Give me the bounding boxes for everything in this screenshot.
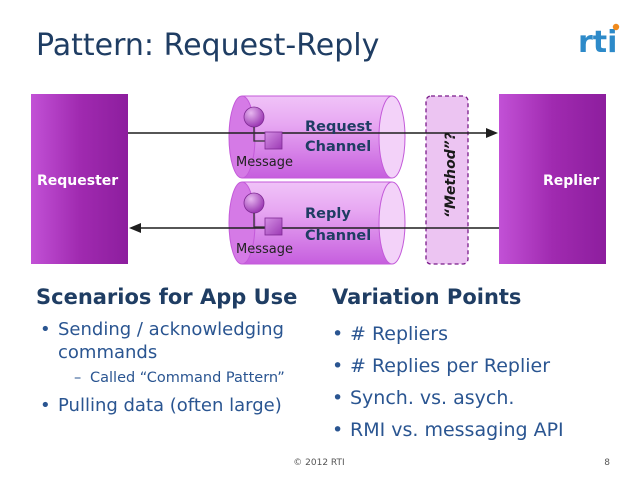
requester-box — [31, 94, 128, 264]
rti-logo-text: rti — [578, 25, 617, 56]
reply-arrow-head — [129, 223, 141, 233]
request-channel-cylinder — [228, 95, 406, 179]
replier-box — [499, 94, 606, 264]
footer-page-number: 8 — [604, 458, 610, 468]
replier-label: Replier — [543, 173, 599, 189]
scenarios-heading: Scenarios for App Use — [36, 285, 298, 309]
variation-item: # Replies per Replier — [332, 350, 564, 382]
rti-logo: rti — [578, 23, 620, 56]
request-channel-label-line2: Channel — [305, 139, 371, 155]
request-message-label: Message — [236, 155, 293, 170]
reply-message-label: Message — [236, 242, 293, 257]
reply-channel-label-line2: Channel — [305, 228, 371, 244]
reply-channel-label-line1: Reply — [305, 206, 351, 222]
footer-copyright: © 2012 RTI — [293, 458, 345, 468]
variation-item: Synch. vs. asych. — [332, 382, 564, 414]
request-arrow-head — [486, 128, 498, 138]
reply-message-icon — [243, 192, 283, 236]
scenario-subitem: Called “Command Pattern” — [74, 368, 285, 388]
scenario-item-continuation: commands — [58, 342, 158, 363]
method-box — [425, 95, 469, 265]
scenario-item: Sending / acknowledging — [40, 318, 285, 341]
request-reply-diagram: Requester Replier Request Channel — [31, 94, 606, 265]
request-message-icon — [243, 106, 283, 150]
slide-title: Pattern: Request-Reply — [36, 28, 380, 63]
variation-item: # Repliers — [332, 318, 564, 350]
method-label: “Method”? — [443, 132, 459, 218]
variation-points-list: # Repliers # Replies per Replier Synch. … — [332, 318, 564, 446]
rti-logo-dot — [612, 23, 620, 31]
request-channel-label-line1: Request — [305, 119, 372, 135]
requester-label: Requester — [37, 173, 118, 189]
variation-item: RMI vs. messaging API — [332, 414, 564, 446]
scenarios-list: Sending / acknowledging commands Called … — [40, 318, 285, 417]
scenario-item: Pulling data (often large) — [40, 394, 285, 417]
variation-points-heading: Variation Points — [332, 285, 522, 309]
